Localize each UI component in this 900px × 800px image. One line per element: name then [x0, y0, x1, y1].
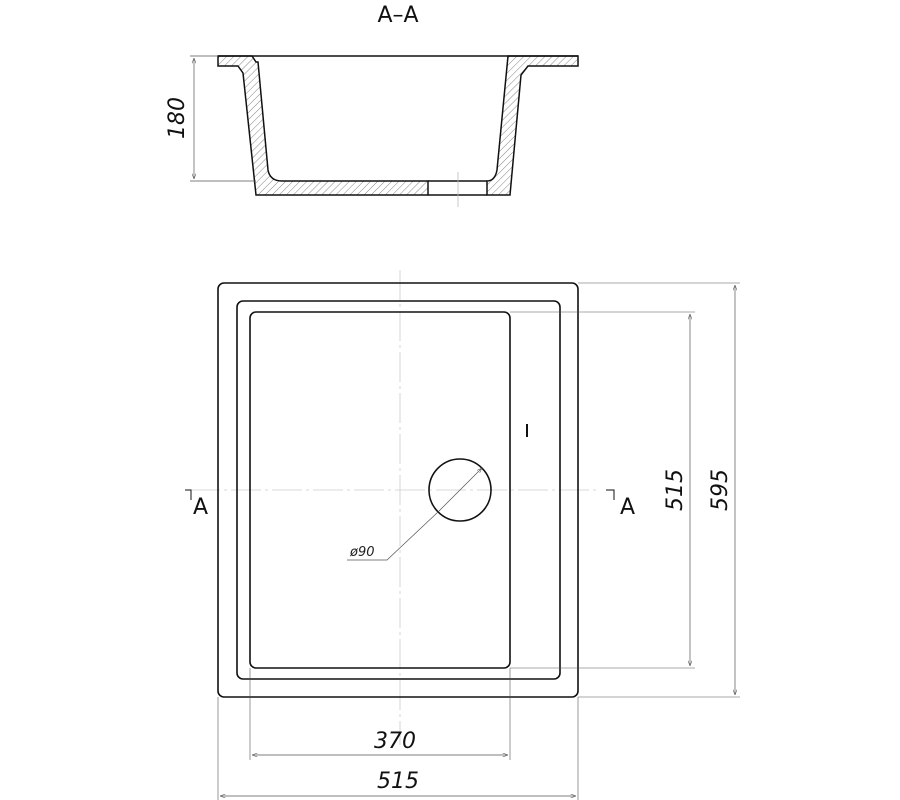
outer-height-dimension: 595: [708, 469, 733, 511]
section-marker-left: A: [193, 495, 208, 520]
plan-view: ø90 A A 515 595 370 515: [185, 270, 740, 800]
section-view: A–A 180: [165, 3, 579, 207]
section-marker-right: A: [620, 495, 635, 520]
section-title: A–A: [377, 3, 418, 28]
sink-inner-rim: [236, 300, 561, 680]
sink-outer-rim: [217, 282, 579, 698]
drain-hole: [428, 458, 492, 522]
inner-height-dimension: 515: [663, 469, 688, 511]
section-left-wall: [217, 55, 429, 196]
drain-diameter-label: ø90: [349, 545, 375, 560]
sink-bowl: [249, 311, 511, 669]
inner-width-dimension: 370: [374, 729, 416, 754]
section-right-wall: [486, 55, 579, 196]
outer-width-dimension: 515: [377, 769, 419, 794]
depth-dimension: 180: [165, 97, 190, 139]
